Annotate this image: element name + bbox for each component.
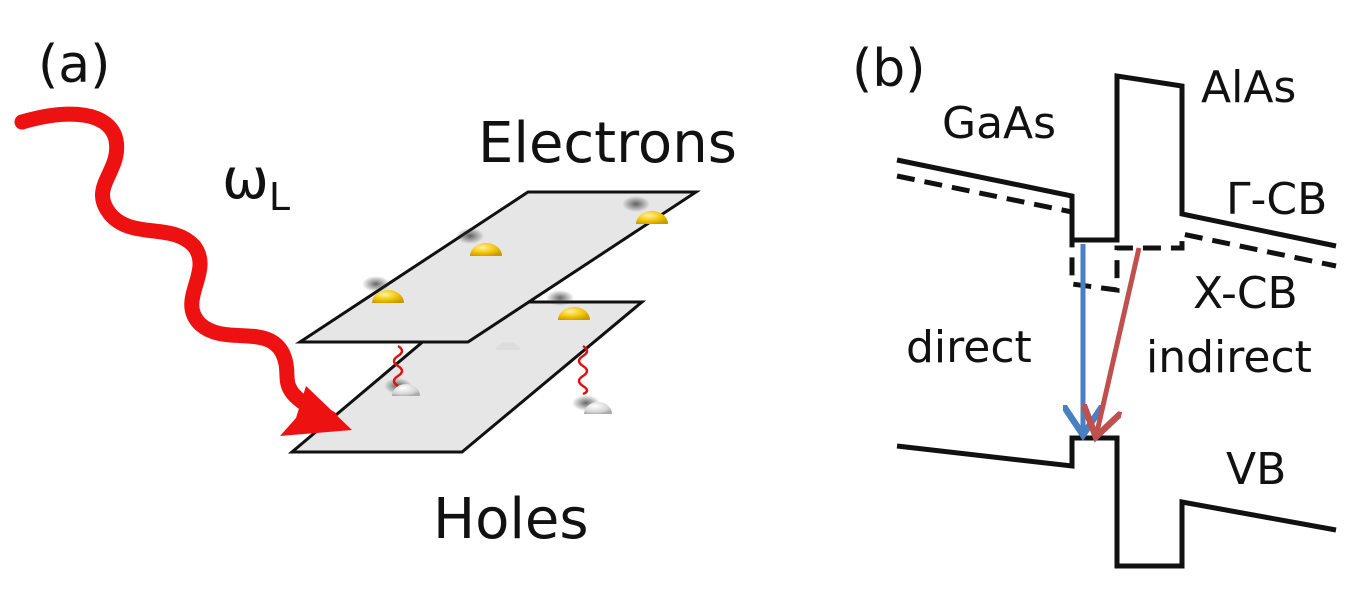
laser-arrowhead [280,386,352,436]
electrons-plane [294,190,702,344]
electron-particles [362,196,668,320]
electron-particle [546,290,590,320]
indirect-transition-arrow [1097,247,1142,432]
alas-label: AlAs [1201,62,1296,113]
electrons-label: Electrons [478,111,737,176]
electron-particle [456,228,502,256]
valence-band [896,435,1337,569]
exciton-link [577,344,589,396]
gamma-cb-band [896,73,1337,249]
panel-b: (b) GaAs AlAs Γ-CB X-CB direct indirect … [852,39,1337,569]
hole-particle [496,342,520,350]
panel-a: (a) [14,35,737,552]
holes-plane [287,300,647,454]
gaas-label: GaAs [942,98,1056,149]
electron-particle [362,276,404,303]
gamma-cb-label: Γ-CB [1226,174,1327,225]
indirect-label: indirect [1146,332,1312,383]
hole-particle [572,395,612,414]
x-cb-label: X-CB [1193,268,1298,319]
vb-label: VB [1226,444,1286,495]
exciton-link [392,344,404,388]
panel-b-label: (b) [852,39,926,99]
direct-label: direct [906,322,1032,373]
laser-beam [14,106,338,426]
electron-particle [622,196,668,224]
panel-a-label: (a) [38,35,110,95]
x-cb-band [896,173,1337,293]
holes-label: Holes [433,487,589,552]
omega-label: ωL [222,147,290,219]
